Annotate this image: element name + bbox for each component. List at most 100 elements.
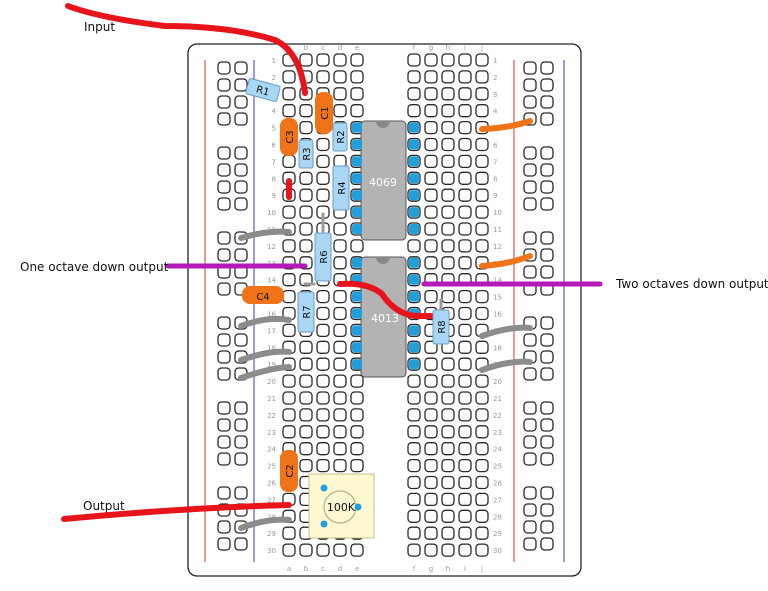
row-number: 23 [267, 429, 276, 437]
column-letter: g [429, 565, 433, 573]
resistor-r2-label: R2 [336, 130, 347, 143]
column-letter: d [338, 565, 342, 573]
output-wire [61, 502, 292, 522]
purple-output-wires [165, 263, 603, 287]
capacitor-c1: C1 [315, 92, 333, 134]
resistor-r8-label: R8 [437, 320, 448, 333]
resistor-r2: R2 [332, 122, 348, 152]
row-number: 14 [267, 277, 276, 285]
row-number: 2 [272, 74, 276, 82]
resistor-r7: R7 [297, 291, 315, 333]
capacitor-c4-label: C4 [256, 292, 269, 303]
resistor-r6: R6 [314, 232, 332, 282]
resistor-r1-label: R1 [255, 84, 271, 98]
chip-pins [352, 122, 419, 370]
chip-4013-label: 4013 [371, 312, 399, 325]
row-number: 4 [272, 108, 277, 116]
row-number: 15 [493, 294, 502, 302]
row-number: 2 [493, 74, 497, 82]
row-number: 30 [493, 547, 502, 555]
column-letter: d [338, 44, 342, 52]
column-letter: c [321, 44, 325, 52]
row-number: 4 [493, 108, 498, 116]
row-number: 25 [267, 463, 276, 471]
resistor-r3-label: R3 [302, 147, 313, 160]
column-letter: b [304, 44, 309, 52]
row-number: 8 [493, 175, 497, 183]
capacitor-c2: C2 [280, 450, 298, 492]
row-number: 16 [267, 311, 276, 319]
row-number: 12 [493, 243, 502, 251]
resistor-r4: R4 [332, 165, 350, 211]
output-label: Output [83, 499, 125, 513]
column-letter: e [355, 565, 359, 573]
capacitor-c3-label: C3 [285, 130, 296, 143]
input-label: Input [84, 20, 116, 34]
row-number: 18 [267, 344, 276, 352]
row-number: 27 [493, 496, 502, 504]
row-number: 6 [272, 142, 277, 150]
row-number: 26 [267, 480, 276, 488]
chip-link-wire [337, 280, 443, 320]
resistor-r4-label: R4 [337, 181, 348, 194]
row-number: 9 [272, 192, 276, 200]
row-number: 16 [493, 311, 502, 319]
one-octave-down-output-label: One octave down output [20, 260, 169, 274]
column-letter: f [413, 565, 416, 573]
resistor-r8: R8 [432, 309, 450, 345]
resistor-r1: R1 [245, 78, 281, 102]
row-number: 10 [493, 209, 502, 217]
chip-4069: 4069 [360, 120, 407, 241]
column-letter: g [429, 44, 433, 52]
row-number: 22 [267, 412, 276, 420]
row-number: 3 [493, 91, 497, 99]
two-octaves-down-output-label: Two octaves down output [616, 277, 768, 291]
row-number: 5 [272, 125, 276, 133]
row-number: 12 [267, 243, 276, 251]
row-number: 1 [272, 57, 276, 65]
row-number: 8 [272, 175, 276, 183]
row-number: 7 [272, 158, 276, 166]
orange-jumper-wires [479, 118, 533, 269]
column-letter: h [446, 44, 450, 52]
capacitor-c1-label: C1 [320, 106, 331, 119]
row-number: 28 [493, 513, 502, 521]
row-number: 25 [493, 463, 502, 471]
row-number: 1 [493, 57, 497, 65]
grey-jumper-wires [238, 228, 533, 531]
capacitor-c2-label: C2 [285, 464, 296, 477]
capacitor-c4: C4 [242, 286, 284, 304]
row-number: 24 [493, 446, 502, 454]
row-number: 21 [493, 395, 502, 403]
row-number: 9 [493, 192, 497, 200]
red-wires [61, 3, 443, 522]
chip-4013: 4013 [360, 256, 407, 378]
column-letter: h [446, 565, 450, 573]
row-number: 14 [493, 277, 502, 285]
column-letter: b [304, 565, 309, 573]
row-number: 11 [493, 226, 502, 234]
row-number: 20 [493, 378, 502, 386]
row-number: 26 [493, 480, 502, 488]
column-letter: a [287, 565, 291, 573]
row-number: 6 [493, 142, 498, 150]
row-number: 10 [267, 209, 276, 217]
row-number: 19 [267, 361, 276, 369]
resistor-r3: R3 [298, 139, 314, 169]
column-letter: j [480, 565, 483, 573]
column-letter: f [413, 44, 416, 52]
column-letter: i [464, 565, 466, 573]
potentiometer-100k: 100K [308, 473, 375, 539]
chip-4069-label: 4069 [369, 176, 397, 189]
row-number: 29 [267, 530, 276, 538]
column-letter: j [480, 44, 483, 52]
resistor-r7-label: R7 [302, 305, 313, 318]
row-number: 17 [267, 327, 276, 335]
row-number: 24 [267, 446, 276, 454]
row-number: 20 [267, 378, 276, 386]
column-letter: i [464, 44, 466, 52]
row-number: 18 [493, 344, 502, 352]
row-number: 22 [493, 412, 502, 420]
resistor-r6-label: R6 [319, 250, 330, 263]
row-number: 29 [493, 530, 502, 538]
